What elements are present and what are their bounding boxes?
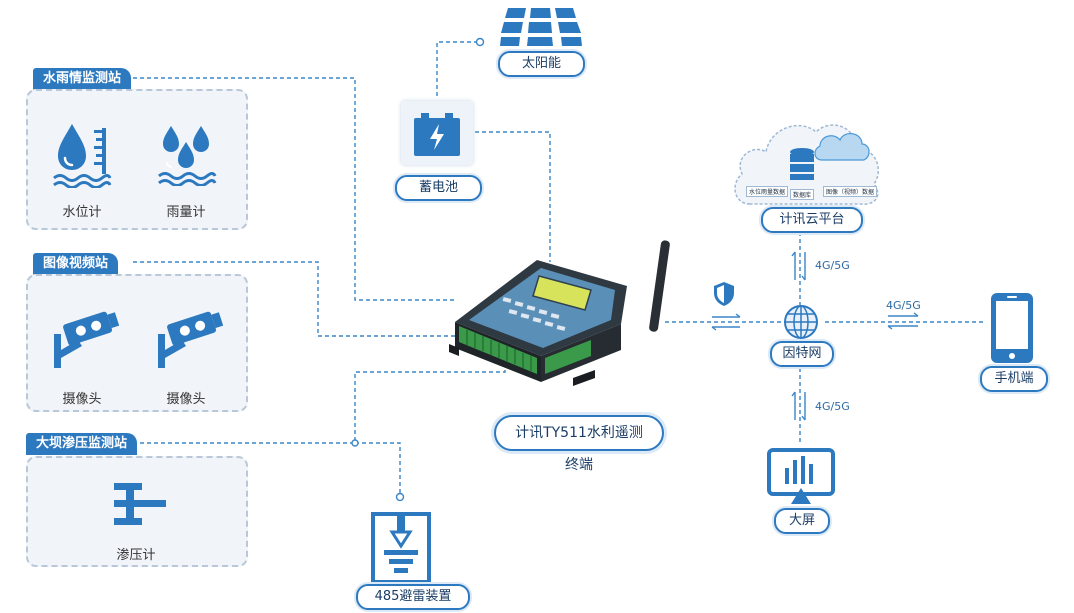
phone-label: 手机端 [980, 366, 1048, 392]
water-level-icon [53, 124, 112, 188]
cloud-platform-icon [734, 124, 879, 206]
station-title-water-rain: 水雨情监测站 [33, 68, 132, 90]
panel-dam [26, 456, 248, 567]
cloud-label: 计讯云平台 [761, 207, 863, 233]
cloud-tag-database: 数据库 [790, 189, 815, 200]
cloud-tag-water-rain-data: 水位雨量数据 [746, 186, 789, 197]
station-title-dam: 大坝渗压监测站 [26, 433, 138, 455]
lightning-label: 485避雷装置 [356, 584, 470, 610]
speed-screen-label: 4G/5G [815, 400, 850, 413]
piezometer-icon [114, 483, 166, 525]
piezometer-label: 渗压计 [116, 548, 156, 563]
shield-icon [714, 282, 734, 306]
camera-icon [158, 311, 224, 368]
phone-icon [991, 293, 1033, 363]
display-screen-icon [767, 448, 835, 504]
internet-label: 因特网 [770, 341, 834, 367]
battery-label: 蓄电池 [395, 175, 482, 201]
cloud-tag-image-data: 图像（视频）数据 [823, 186, 878, 197]
rain-gauge-icon [158, 126, 217, 186]
ty511-terminal-image [449, 240, 670, 386]
device-label: 计讯TY511水利遥测终端 [494, 415, 664, 473]
globe-icon [784, 305, 818, 339]
battery-icon [414, 113, 460, 156]
rain-gauge-label: 雨量计 [166, 205, 206, 220]
station-title-video: 图像视频站 [33, 253, 119, 275]
solar-panel-icon [500, 8, 582, 46]
screen-label: 大屏 [774, 508, 830, 534]
water-level-label: 水位计 [62, 205, 102, 220]
speed-phone-label: 4G/5G [886, 299, 921, 312]
lightning-arrester-icon [371, 512, 431, 584]
camera-label-1: 摄像头 [62, 392, 102, 407]
speed-cloud-label: 4G/5G [815, 259, 850, 272]
camera-icon [54, 311, 120, 368]
camera-label-2: 摄像头 [166, 392, 206, 407]
solar-label: 太阳能 [498, 51, 585, 77]
panel-video [26, 274, 248, 412]
